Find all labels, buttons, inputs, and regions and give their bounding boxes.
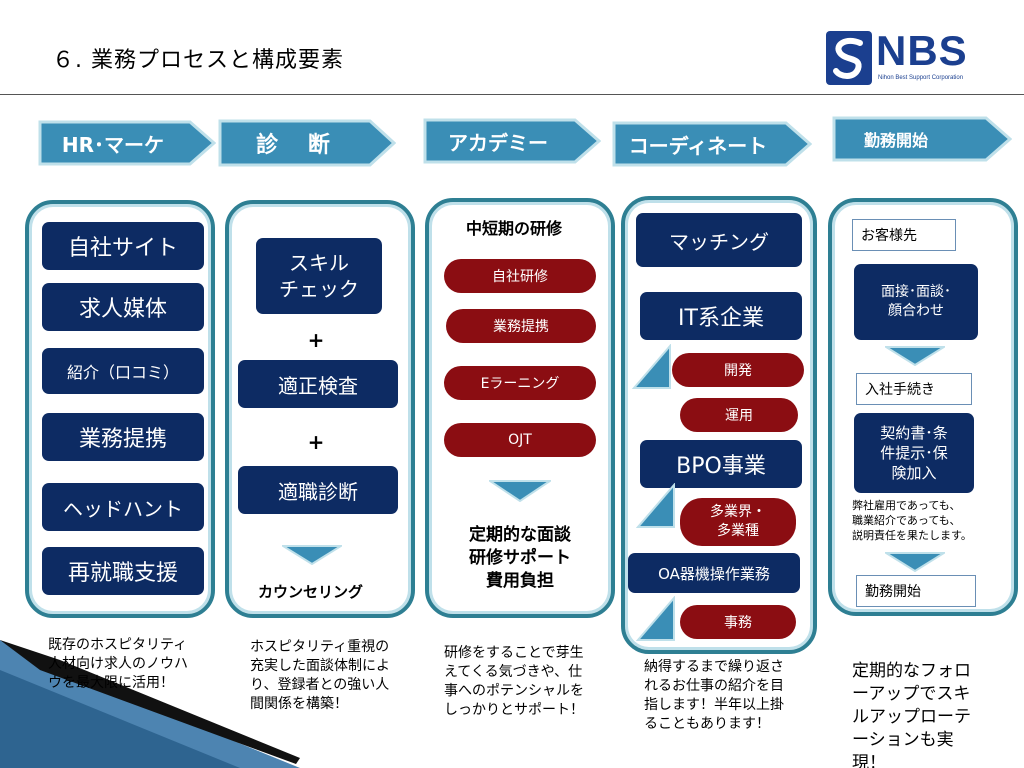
step-arrow-work-start: 勤務開始: [832, 116, 1012, 162]
skill-check-box: スキル チェック: [256, 238, 382, 314]
counseling-label: カウンセリング: [258, 583, 364, 601]
step-arrow-coordinate: コーディネート: [612, 121, 812, 167]
down-arrow-icon: [282, 545, 342, 565]
note-coordinate: 納得するまで繰り返されるお仕事の紹介を目指します！半年以上掛ることもあります！: [644, 659, 784, 732]
channel-partnership: 業務提携: [42, 413, 204, 461]
note-diagnosis: ホスピタリティ重視の充実した面談体制により、登録者との強い人間関係を構築！: [250, 639, 390, 712]
responsibility-note: 弊社雇用であっても、 職業紹介であっても、 説明責任を果たします。: [852, 499, 972, 542]
logo-text: NBS: [876, 27, 968, 74]
step-label: コーディネート: [628, 133, 768, 158]
down-arrow-icon: [885, 552, 945, 572]
step-arrow-diagnosis: 診 断: [218, 119, 396, 167]
step-label: HR･マーケ: [61, 132, 165, 157]
operations-pill: 運用: [680, 398, 798, 432]
matching-box: マッチング: [636, 213, 802, 267]
training-elearning: Eラーニング: [444, 366, 596, 400]
bpo-business-box: BPO事業: [640, 440, 802, 488]
step-label: 診 断: [256, 133, 330, 158]
aptitude-test-box: 適正検査: [238, 360, 398, 408]
channel-reemployment: 再就職支援: [42, 547, 204, 595]
title-divider: [0, 94, 1024, 95]
step-label: 勤務開始: [863, 131, 928, 150]
office-work-pill: 事務: [680, 605, 796, 639]
logo-swirl-icon: [826, 31, 872, 85]
plus-sign: +: [307, 328, 325, 352]
plus-sign: +: [307, 430, 325, 454]
note-hr-marketing: 既存のホスピタリティ人材向け求人のノウハウを最大限に活用！: [48, 637, 188, 691]
training-heading: 中短期の研修: [466, 219, 563, 238]
channel-own-site: 自社サイト: [42, 222, 204, 270]
channel-headhunt: ヘッドハント: [42, 483, 204, 531]
branch-arrow-icon: [636, 483, 676, 529]
page-title: ６. 業務プロセスと構成要素: [52, 48, 344, 73]
company-logo: NBS Nihon Best Support Corporation: [826, 27, 992, 85]
interview-box: 面接･面談･ 顔合わせ: [854, 264, 978, 340]
career-diagnosis-box: 適職診断: [238, 466, 398, 514]
channel-job-media: 求人媒体: [42, 283, 204, 331]
step-arrow-academy: アカデミー: [423, 118, 601, 164]
client-site-box: お客様先: [852, 219, 956, 251]
contract-box: 契約書･条 件提示･保 険加入: [854, 413, 974, 493]
work-start-box: 勤務開始: [856, 575, 976, 607]
down-arrow-icon: [489, 480, 551, 502]
training-ojt: OJT: [444, 423, 596, 457]
step-label: アカデミー: [448, 130, 548, 155]
decorative-swoosh: [0, 640, 300, 768]
training-in-house: 自社研修: [444, 259, 596, 293]
branch-arrow-icon: [632, 344, 672, 390]
note-work-start: 定期的なフォローアップでスキルアップローテーションも実現！: [852, 661, 971, 768]
academy-summary: 定期的な面談 研修サポート 費用負担: [469, 525, 571, 591]
branch-arrow-icon: [636, 596, 676, 642]
oa-operation-box: OA器機操作業務: [628, 553, 800, 593]
logo-subtitle: Nihon Best Support Corporation: [878, 75, 964, 81]
it-company-box: IT系企業: [640, 292, 802, 340]
step-arrow-hr-marketing: HR･マーケ: [38, 120, 216, 166]
channel-referral: 紹介（口コミ）: [42, 348, 204, 394]
development-pill: 開発: [672, 353, 804, 387]
training-partnership: 業務提携: [446, 309, 596, 343]
onboarding-box: 入社手続き: [856, 373, 972, 405]
down-arrow-icon: [885, 346, 945, 366]
multi-industry-pill: 多業界・ 多業種: [680, 498, 796, 546]
note-academy: 研修をすることで芽生えてくる気づきや、仕事へのポテンシャルをしっかりとサポート！: [444, 645, 584, 718]
